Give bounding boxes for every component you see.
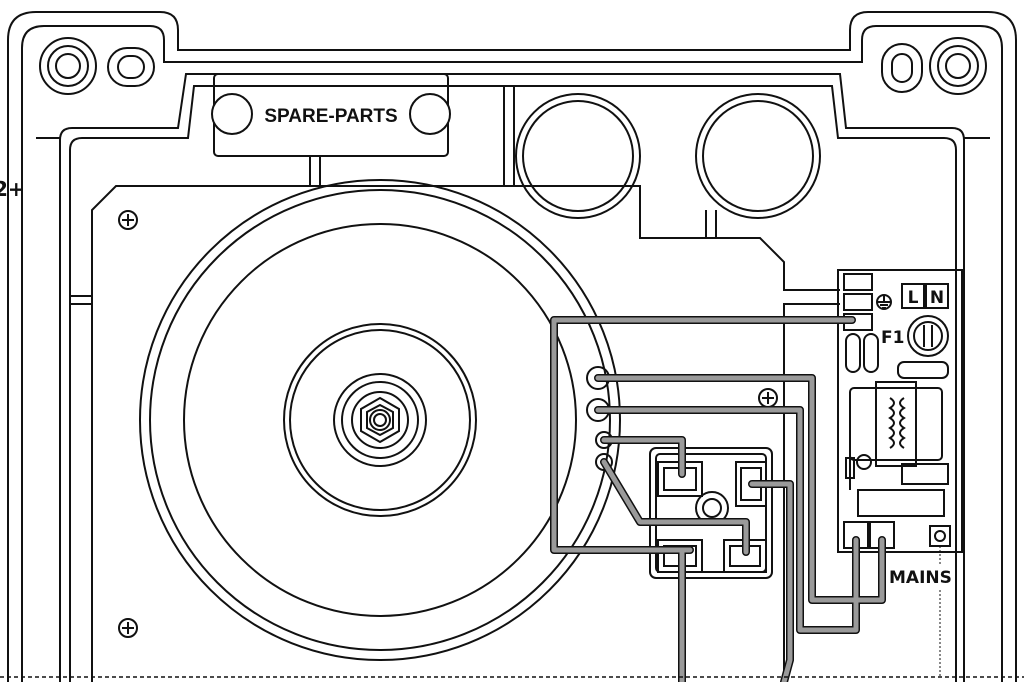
fuse-label: F1 [881,328,904,348]
edge-fragment-label: 2+ [0,177,25,201]
mounting-hole-icon [39,37,155,95]
fuse-icon [907,315,949,357]
screw-icon [118,210,138,230]
line-terminal-label: L [908,288,919,308]
housing-outline [7,11,1017,682]
housing-inner-outline [21,25,1003,682]
screw-icon [758,388,778,408]
neutral-terminal-label: N [930,288,944,308]
spare-parts-label: SPARE-PARTS [264,106,397,127]
mains-label: MAINS [889,568,952,588]
mounting-hole-icon [881,37,987,95]
screw-icon [118,618,138,638]
transformer-icon [849,381,943,467]
ground-icon [876,294,892,310]
